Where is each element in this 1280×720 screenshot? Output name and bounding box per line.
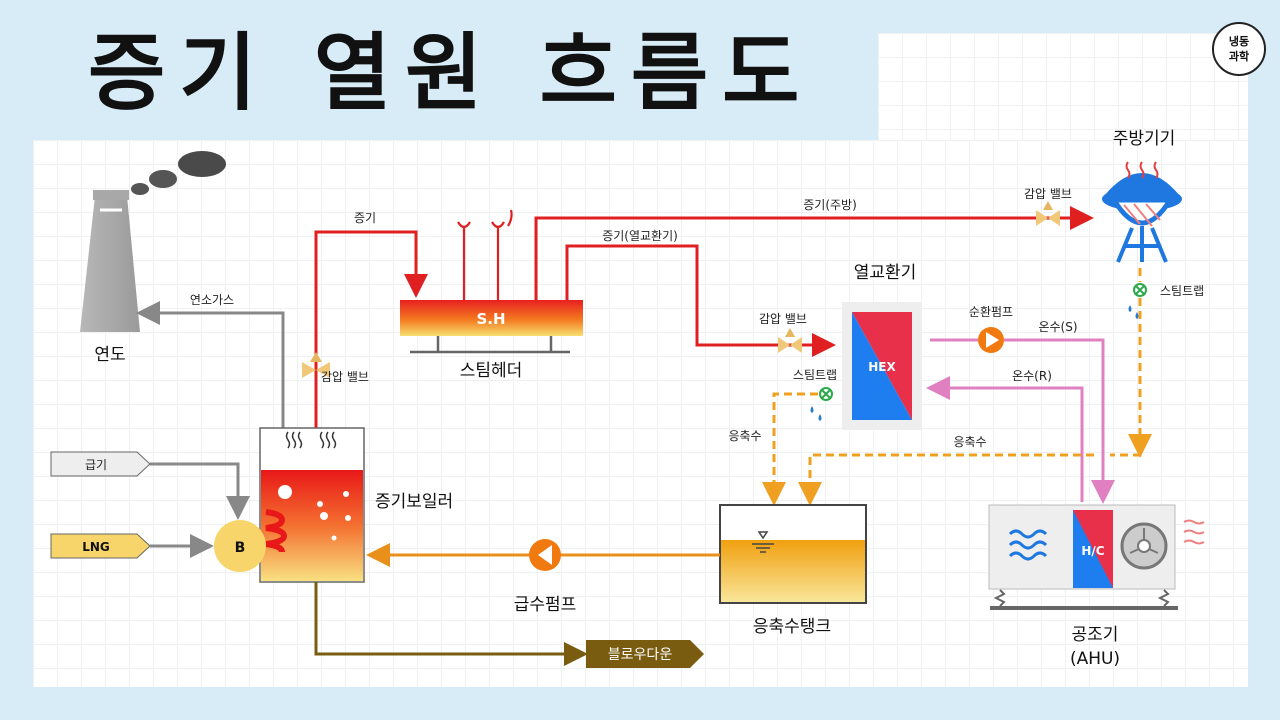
hot-water-supply-line bbox=[1004, 338, 1115, 504]
condensate-right-label: 응축수 bbox=[953, 435, 986, 449]
lng-input-label: LNG bbox=[82, 540, 110, 554]
prv-kitchen-icon bbox=[1036, 201, 1060, 226]
prv-hex-label: 감압 밸브 bbox=[759, 312, 807, 326]
feed-pump-label: 급수펌프 bbox=[514, 595, 577, 615]
circ-pump-label: 순환펌프 bbox=[969, 305, 1013, 319]
flue-gas-label: 연소가스 bbox=[190, 293, 234, 307]
diagram-panel bbox=[33, 140, 1248, 687]
channel-logo: 냉동 과학 bbox=[1212, 22, 1266, 76]
boiler-steam-icon bbox=[285, 431, 337, 449]
hot-return-label: 온수(R) bbox=[1012, 369, 1052, 383]
steam-line-hex bbox=[565, 244, 836, 357]
chimney bbox=[80, 151, 226, 332]
hex-box-label: HEX bbox=[868, 360, 896, 374]
ahu-exhaust-icon bbox=[1183, 519, 1205, 545]
steam-kitchen-label: 증기(주방) bbox=[803, 198, 857, 212]
burner bbox=[214, 520, 266, 572]
air-line bbox=[150, 462, 250, 520]
kitchen-trap-label: 스팀트랩 bbox=[1160, 284, 1204, 298]
steam-line-kitchen bbox=[534, 206, 1094, 300]
ahu-label: 공조기 bbox=[1072, 625, 1119, 645]
ahu-fan-icon bbox=[1120, 522, 1168, 570]
boiler-flame-icon bbox=[265, 509, 288, 553]
hex-cold-side bbox=[852, 312, 912, 420]
condensate-line-ahu bbox=[798, 453, 1094, 506]
kitchen-label: 주방기기 bbox=[1113, 129, 1176, 149]
steam-line-boiler bbox=[314, 230, 428, 428]
blowdown-line bbox=[314, 582, 588, 666]
blowdown-label: 블로우다운 bbox=[608, 647, 673, 663]
steam-hex-label: 증기(열교환기) bbox=[602, 229, 678, 243]
boiler-bubbles bbox=[278, 485, 351, 541]
hot-water-return-line bbox=[926, 376, 1084, 502]
ahu-airflow-icon bbox=[1008, 529, 1048, 561]
hex-steam-trap-icon bbox=[810, 387, 833, 421]
steam-header-box bbox=[400, 300, 583, 336]
steam-header-box-label: S.H bbox=[476, 310, 505, 328]
water-level-icon bbox=[752, 531, 774, 553]
burner-label: B bbox=[235, 540, 246, 556]
condensate-left-label: 응축수 bbox=[728, 429, 761, 443]
ahu-mounts bbox=[990, 589, 1178, 610]
ahu-sublabel: (AHU) bbox=[1070, 649, 1120, 669]
circulation-pump-icon bbox=[978, 327, 1004, 353]
hot-supply-label: 온수(S) bbox=[1038, 320, 1077, 334]
kitchen-steam-trap-icon bbox=[1128, 283, 1147, 319]
page-title: 증기 열원 흐름도 bbox=[88, 24, 814, 122]
condensate-line-kitchen bbox=[1110, 298, 1142, 457]
air-input-tag bbox=[50, 451, 151, 477]
ahu-box-label: H/C bbox=[1081, 544, 1104, 558]
condensate-line-hex bbox=[762, 392, 818, 506]
header-outlet-curls bbox=[457, 209, 513, 300]
hex-trap-label: 스팀트랩 bbox=[793, 368, 837, 382]
kitchen-grill-icon bbox=[1102, 161, 1182, 263]
hex-title: 열교환기 bbox=[854, 263, 917, 283]
air-input-label: 급기 bbox=[85, 458, 107, 472]
prv-kitchen-label: 감압 밸브 bbox=[1024, 187, 1072, 201]
condensate-tank-label: 응축수탱크 bbox=[753, 617, 831, 637]
logo-line-1: 냉동 bbox=[1228, 35, 1250, 48]
feed-pump-icon bbox=[529, 539, 561, 571]
prv-boiler-icon bbox=[302, 352, 330, 378]
ahu-coil-hot bbox=[1073, 510, 1113, 588]
steam-header-label: 스팀헤더 bbox=[460, 361, 523, 381]
prv-boiler-label: 감압 밸브 bbox=[321, 370, 369, 384]
lng-input-tag bbox=[50, 533, 151, 559]
diagram-panel-top-right bbox=[878, 33, 1248, 143]
logo-line-2: 과학 bbox=[1228, 50, 1250, 63]
prv-hex-icon bbox=[778, 328, 802, 353]
blowdown-tag[interactable] bbox=[586, 640, 704, 668]
flue-gas-line bbox=[136, 301, 285, 428]
condensate-tank-water bbox=[721, 540, 865, 602]
boiler-label: 증기보일러 bbox=[375, 492, 453, 512]
steam-header-stand bbox=[410, 336, 570, 354]
steam-label: 증기 bbox=[354, 211, 376, 225]
chimney-label: 연도 bbox=[94, 345, 125, 365]
